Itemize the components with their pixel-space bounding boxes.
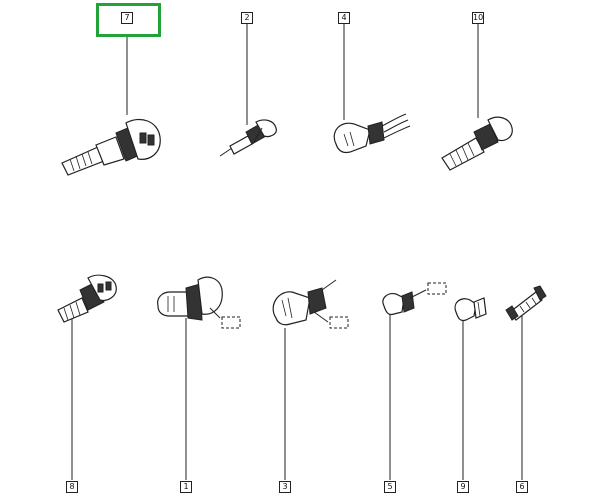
- callout-part-9[interactable]: 9: [457, 481, 469, 493]
- callout-part-5[interactable]: 5: [384, 481, 396, 493]
- selected-part-highlight[interactable]: [96, 3, 161, 37]
- callout-part-6[interactable]: 6: [516, 481, 528, 493]
- callout-part-1[interactable]: 1: [180, 481, 192, 493]
- callout-part-2[interactable]: 2: [241, 12, 253, 24]
- callout-part-7[interactable]: 7: [121, 12, 133, 24]
- callout-part-3[interactable]: 3: [279, 481, 291, 493]
- callout-part-10[interactable]: 10: [472, 12, 484, 24]
- callout-part-8[interactable]: 8: [66, 481, 78, 493]
- callout-part-4[interactable]: 4: [338, 12, 350, 24]
